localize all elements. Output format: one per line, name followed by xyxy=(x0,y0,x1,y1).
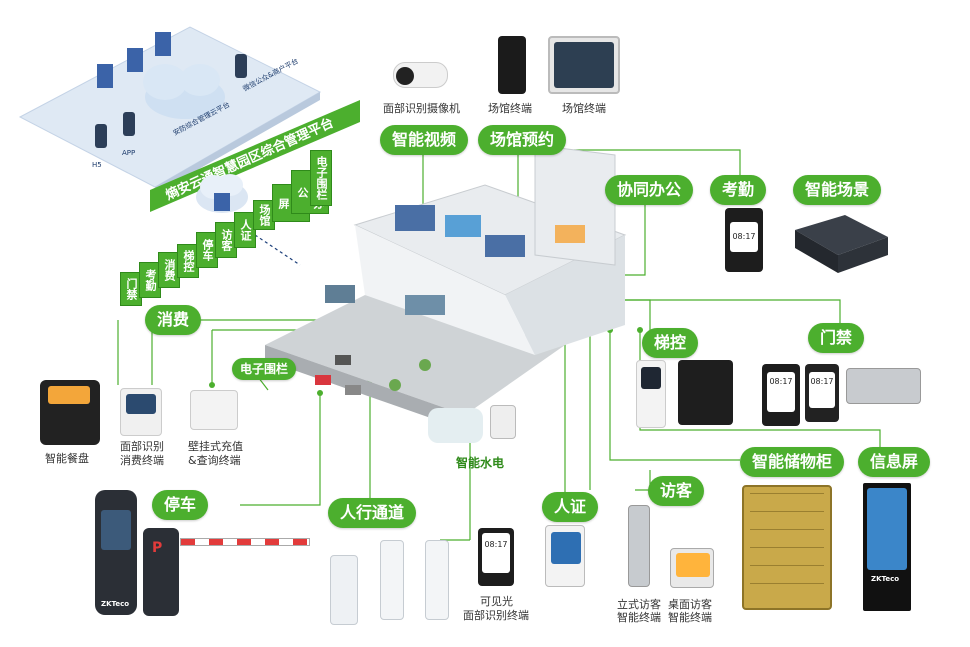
info-screen-brand: ZKTeco xyxy=(871,575,900,583)
module-consume: 消费 xyxy=(158,252,180,288)
elevator-controller-device xyxy=(678,360,733,425)
caption-venue1: 场馆终端 xyxy=(488,102,532,115)
access-time-2: 08:17 xyxy=(809,372,835,408)
parking-p-label: P xyxy=(152,540,163,556)
caption-visible-1: 可见光 xyxy=(480,595,513,608)
caption-desk-2: 智能终端 xyxy=(668,611,712,624)
gate-right-device xyxy=(425,540,449,620)
caption-standing-2: 智能终端 xyxy=(617,611,661,624)
parking-brand: ZKTeco xyxy=(101,600,130,608)
wall-terminal-device xyxy=(190,390,238,430)
venue-terminal-device-2 xyxy=(548,36,620,94)
gate-middle-device xyxy=(380,540,404,620)
face-consume-device xyxy=(120,388,162,436)
pill-smart-video: 智能视频 xyxy=(380,125,469,155)
access-device-1: 08:17 xyxy=(762,364,800,426)
caption-desk-1: 桌面访客 xyxy=(668,598,712,611)
caption-plate: 智能餐盘 xyxy=(45,452,89,465)
attendance-device: 08:17 xyxy=(725,208,763,272)
pill-smart-scene: 智能场景 xyxy=(793,175,882,205)
pill-consume: 消费 xyxy=(145,305,202,335)
smart-scene-device xyxy=(795,215,888,273)
gate-left-device xyxy=(330,555,358,625)
access-controller-device xyxy=(846,368,921,404)
caption-wall-1: 壁挂式充值 xyxy=(188,440,243,453)
pill-visitor: 访客 xyxy=(648,476,705,506)
access-time-1: 08:17 xyxy=(767,372,795,412)
pill-pedestrian: 人行通道 xyxy=(328,498,417,528)
pill-fence: 电子围栏 xyxy=(232,358,297,380)
building-illustration xyxy=(265,145,627,430)
pill-elevator: 梯控 xyxy=(642,328,699,358)
face-camera-device xyxy=(393,62,448,88)
platform-panel xyxy=(18,26,322,192)
smart-plate-device xyxy=(40,380,100,445)
water-meter-device xyxy=(428,408,483,443)
module-venue: 场馆 xyxy=(253,200,275,230)
info-screen-device: ZKTeco xyxy=(863,483,911,611)
parking-terminal-device: ZKTeco xyxy=(95,490,137,615)
module-attendance: 考勤 xyxy=(139,262,161,298)
access-device-2: 08:17 xyxy=(805,364,839,422)
caption-venue2: 场馆终端 xyxy=(562,102,606,115)
pill-parking: 停车 xyxy=(152,490,209,520)
caption-standing-1: 立式访客 xyxy=(617,598,661,611)
caption-visible-2: 面部识别终端 xyxy=(463,609,529,622)
cloud-icon xyxy=(196,174,248,213)
idcard-device xyxy=(545,525,585,587)
standing-visitor-device xyxy=(628,505,650,587)
module-elevator: 梯控 xyxy=(177,244,199,278)
pill-office: 协同办公 xyxy=(605,175,694,205)
pill-venue-booking: 场馆预约 xyxy=(478,125,567,155)
attendance-time: 08:17 xyxy=(730,222,758,252)
pill-access: 门禁 xyxy=(808,323,865,353)
power-meter-device xyxy=(490,405,516,439)
venue-terminal-device-1 xyxy=(498,36,526,94)
module-fence: 电子围栏 xyxy=(310,150,332,206)
platform-label-h5: H5 xyxy=(92,161,102,169)
visible-light-device: 08:17 xyxy=(478,528,514,586)
caption-face-consume-2: 消费终端 xyxy=(120,454,164,467)
desk-visitor-device xyxy=(670,548,714,588)
pill-info-screen: 信息屏 xyxy=(858,447,931,477)
pill-idcard: 人证 xyxy=(542,492,599,522)
caption-face-consume-1: 面部识别 xyxy=(120,440,164,453)
pill-locker: 智能储物柜 xyxy=(740,447,845,477)
pill-attendance: 考勤 xyxy=(710,175,767,205)
elevator-reader-device xyxy=(636,360,666,428)
pill-water-power: 智能水电 xyxy=(456,456,505,470)
parking-barrier-arm xyxy=(180,538,310,546)
smart-locker-device xyxy=(742,485,832,610)
module-idcard: 人证 xyxy=(234,212,256,248)
caption-wall-2: &查询终端 xyxy=(188,454,241,467)
caption-camera: 面部识别摄像机 xyxy=(383,102,460,115)
visible-light-time: 08:17 xyxy=(482,533,510,573)
platform-label-app: APP xyxy=(122,149,136,157)
parking-barrier-device: P xyxy=(143,528,179,616)
